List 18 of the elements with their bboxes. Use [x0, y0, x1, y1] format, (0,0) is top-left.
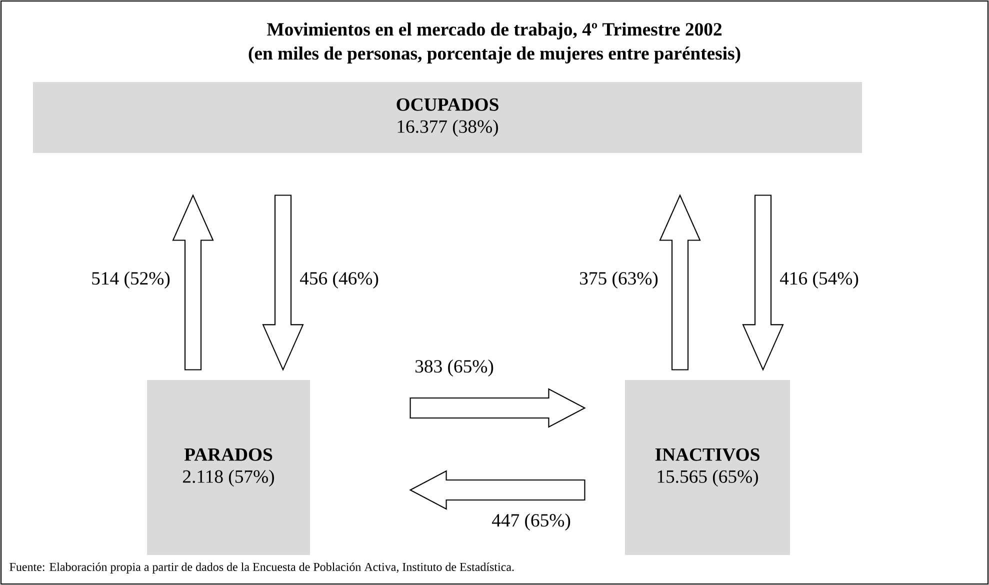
edge-label: 514 (52%): [92, 272, 170, 288]
edge-label: 383 (65%): [416, 360, 494, 376]
state-box: INACTIVOS 15.565 (65%): [625, 380, 790, 555]
state-box: PARADOS 2.118 (57%): [147, 380, 310, 555]
block-arrow: [172, 194, 214, 370]
block-arrow: [742, 194, 784, 372]
edge-label: 447 (65%): [492, 514, 570, 530]
block-arrow: [410, 388, 586, 428]
edge-label: 416 (54%): [780, 272, 858, 288]
edge-label: 375 (63%): [580, 272, 658, 288]
block-arrow: [659, 194, 701, 370]
block-arrow: [409, 470, 586, 510]
source-note: Fuente: Elaboración propia a partir de dados de la Encuesta de Población Activa, Instituto de Estadística.: [10, 562, 514, 574]
edge-label: 456 (46%): [300, 272, 378, 288]
state-box: OCUPADOS 16.377 (38%): [33, 82, 862, 153]
subtitle: (en miles de personas, porcentaje de mujeres entre paréntesis): [248, 46, 740, 64]
title: Movimientos en el mercado de trabajo, 4º Trimestre 2002: [267, 22, 722, 40]
block-arrow: [262, 194, 304, 372]
